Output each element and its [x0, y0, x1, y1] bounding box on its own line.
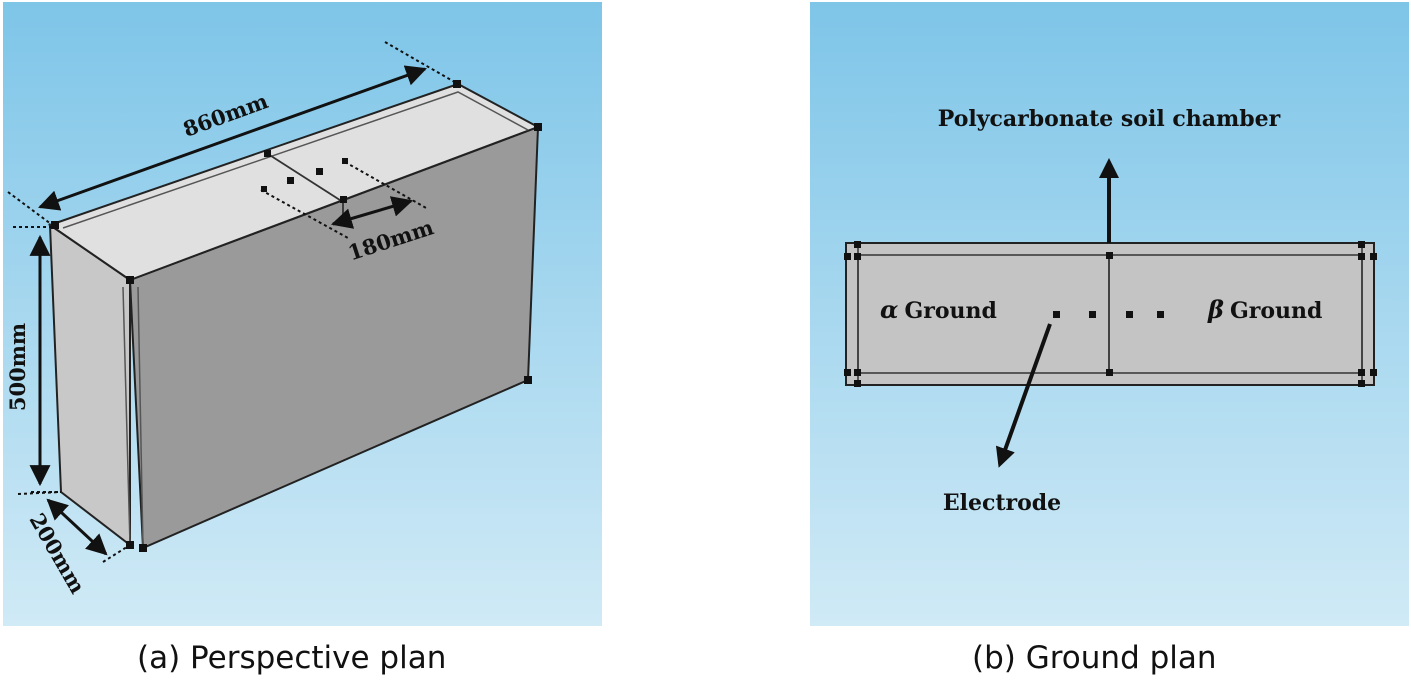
alpha-ground-text: Ground	[904, 298, 996, 324]
dimension-arrows	[29, 65, 427, 556]
electrode-label: Electrode	[943, 490, 1061, 516]
plan-corner-markers	[844, 241, 1377, 387]
height-label: 500mm	[5, 323, 30, 411]
box-front-rim	[137, 286, 144, 549]
beta-ground-text: Ground	[1230, 298, 1322, 324]
alpha-symbol: α	[880, 295, 898, 324]
perspective-plan-figure: 860mm 500mm 200mm 180mm	[3, 2, 602, 626]
depth-arrow	[46, 498, 108, 556]
chamber-outer	[845, 242, 1375, 386]
length-arrow	[38, 65, 427, 211]
plan-electrodes	[1053, 311, 1164, 318]
beta-symbol: β	[1207, 295, 1224, 324]
caption-ground-plan: (b) Ground plan	[972, 640, 1217, 676]
spacing-arrow	[330, 196, 414, 229]
chamber-label: Polycarbonate soil chamber	[938, 106, 1281, 132]
perspective-plan-panel: 860mm 500mm 200mm 180mm	[3, 2, 602, 626]
caption-perspective-plan: (a) Perspective plan	[137, 640, 447, 676]
box-side-rim	[122, 286, 131, 546]
electrode-pointer-arrow	[995, 323, 1052, 468]
